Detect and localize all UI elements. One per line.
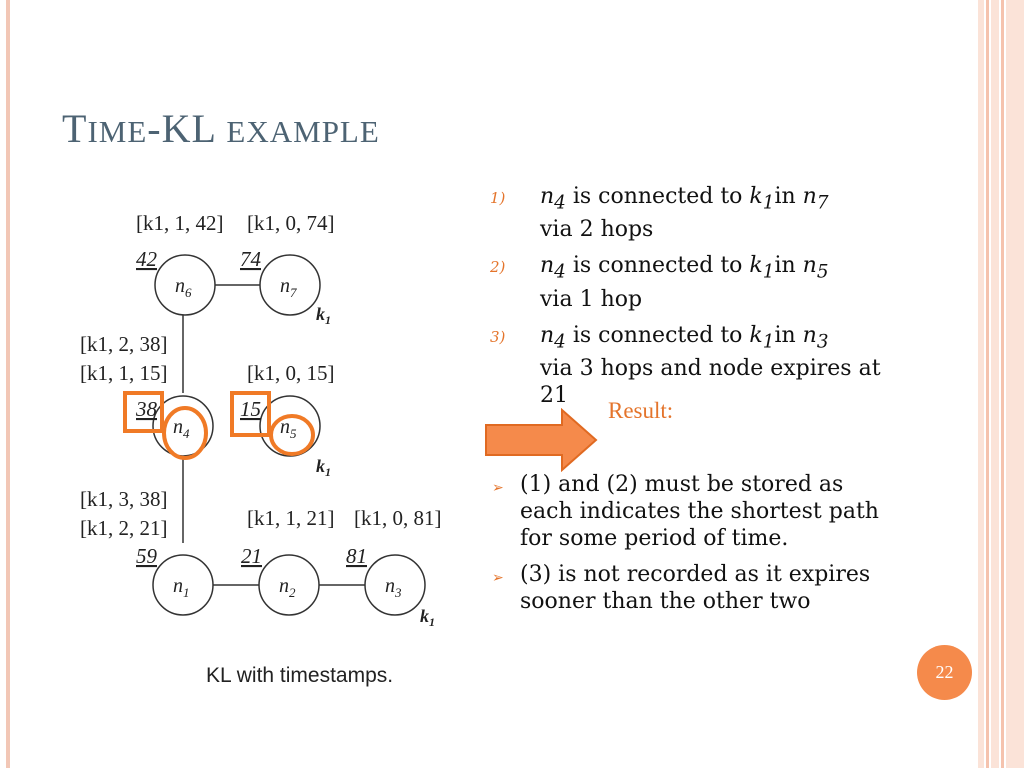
node-n5 bbox=[259, 395, 321, 457]
kl-diagram: n6 n7 n4 n5 n1 n2 n3 k1 k1 k1 [k1, 1, 42… bbox=[80, 211, 442, 687]
item-number: 3) bbox=[490, 327, 506, 346]
node-label-n6: n6 bbox=[175, 275, 192, 300]
time-label-n1: 59 bbox=[136, 544, 158, 568]
conclusion-list: ➢(1) and (2) must be stored as each indi… bbox=[490, 471, 890, 624]
time-label-n5: 15 bbox=[240, 397, 261, 421]
item-number: 1) bbox=[490, 189, 506, 207]
entry-n3: [k1, 0, 81] bbox=[354, 506, 442, 530]
left-border-stripe bbox=[6, 0, 10, 768]
list-item: ➢(3) is not recorded as it expires soone… bbox=[492, 562, 871, 614]
entry-n4-a: [k1, 2, 38] bbox=[80, 332, 168, 356]
node-n6 bbox=[154, 254, 216, 316]
highlight-circle-n4 bbox=[162, 406, 208, 460]
highlight-box-38 bbox=[123, 391, 164, 433]
time-label-n2: 21 bbox=[241, 544, 262, 568]
node-label-n1: n1 bbox=[173, 575, 190, 600]
entry-n6: [k1, 1, 42] bbox=[136, 211, 224, 235]
page-number: 22 bbox=[935, 662, 954, 682]
entry-n2: [k1, 1, 21] bbox=[247, 506, 335, 530]
node-n1 bbox=[152, 554, 214, 616]
time-label-n6: 42 bbox=[136, 247, 158, 271]
node-label-n4: n4 bbox=[173, 416, 190, 441]
node-n2 bbox=[258, 554, 320, 616]
right-border-stripe-3 bbox=[991, 0, 999, 768]
node-n3 bbox=[364, 554, 426, 616]
bullet-arrow-icon: ➢ bbox=[492, 480, 504, 496]
entry-n5: [k1, 0, 15] bbox=[247, 361, 335, 385]
time-label-n3: 81 bbox=[346, 544, 367, 568]
highlight-circle-n5 bbox=[269, 414, 315, 456]
node-label-n7: n7 bbox=[280, 275, 297, 300]
item-number: 2) bbox=[490, 258, 506, 277]
diagram-caption: KL with timestamps. bbox=[206, 664, 393, 687]
node-label-n5: n5 bbox=[280, 416, 297, 441]
right-border-stripe-1 bbox=[978, 0, 984, 768]
node-n7 bbox=[259, 254, 321, 316]
highlight-box-15 bbox=[230, 391, 271, 437]
slide-title: TIME-KL EXAMPLE bbox=[62, 106, 380, 151]
entry-n1-a: [k1, 3, 38] bbox=[80, 487, 168, 511]
right-border-stripe-2 bbox=[986, 0, 989, 768]
time-label-n4: 38 bbox=[135, 397, 158, 421]
k1-mark-n3: k1 bbox=[420, 606, 435, 629]
right-border-stripe-4 bbox=[1001, 0, 1004, 768]
right-border-stripe-5 bbox=[1006, 0, 1024, 768]
k1-mark-n5: k1 bbox=[316, 456, 331, 479]
k1-mark-n7: k1 bbox=[316, 304, 331, 327]
node-label-n2: n2 bbox=[279, 575, 296, 600]
node-label-n3: n3 bbox=[385, 575, 402, 600]
result-label: Result: bbox=[608, 398, 674, 423]
entry-n7: [k1, 0, 74] bbox=[247, 211, 335, 235]
bullet-arrow-icon: ➢ bbox=[492, 570, 504, 586]
entry-n1-b: [k1, 2, 21] bbox=[80, 516, 168, 540]
list-item: ➢(1) and (2) must be stored as each indi… bbox=[492, 472, 879, 551]
page-number-badge: 22 bbox=[917, 645, 972, 700]
entry-n4-b: [k1, 1, 15] bbox=[80, 361, 168, 385]
time-label-n7: 74 bbox=[240, 247, 262, 271]
result-arrow-icon bbox=[485, 408, 598, 472]
